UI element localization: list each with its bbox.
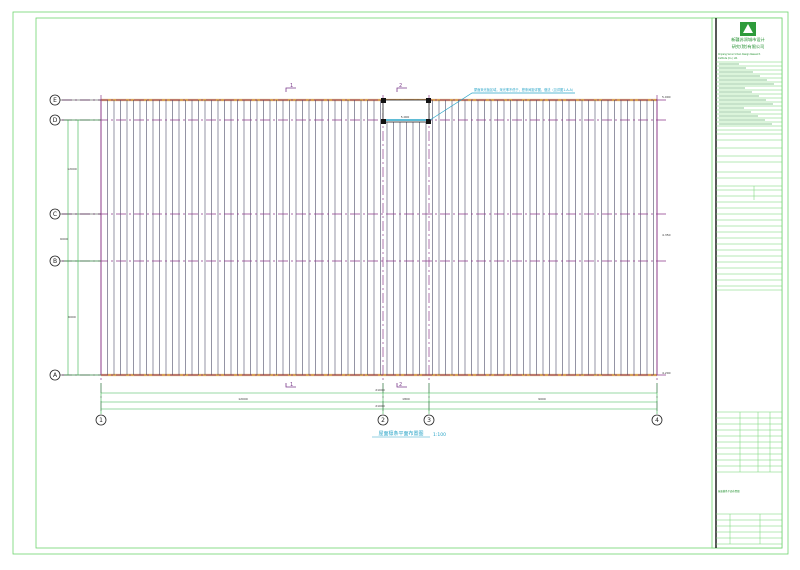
skylight-opening <box>382 99 430 123</box>
title-block-drawing-name: 屋面檩条平面布置图 <box>718 489 740 493</box>
grid-bubble-number <box>377 414 389 426</box>
left-dimension-chain <box>64 119 101 376</box>
section-mark-bottom-1: 1 <box>290 382 293 388</box>
grid-bubbles-numbered: 1 2 3 4 <box>95 414 663 426</box>
plan-outline <box>100 99 658 376</box>
elevation-bottom-right: 4.200 <box>662 371 671 375</box>
plan-scale: 1:100 <box>433 432 446 438</box>
bottom-dimension-chain <box>100 383 658 414</box>
grid-bubble-number-label: 1 <box>99 417 103 424</box>
grid-bubble-letter-label: C <box>53 211 57 218</box>
elevation-top-right: 5.000 <box>662 95 671 99</box>
dim-bottom-total: 21000 <box>375 404 385 408</box>
callout-leader <box>429 92 575 121</box>
roof-plan: 5.000 <box>62 95 668 414</box>
skylight-elevation: 5.000 <box>401 115 410 119</box>
plan-title: 屋面檩条平面布置图 <box>378 430 423 437</box>
outer-frame <box>12 11 789 555</box>
dim-span-1-2: 12000 <box>238 397 248 401</box>
section-mark-top-2: 2 <box>399 83 402 89</box>
grid-bubble-letter-label: A <box>53 372 58 379</box>
dim-span-3-4: 9000 <box>538 397 546 401</box>
column-marker <box>426 98 431 103</box>
grid-bubble-number <box>651 414 663 426</box>
dim-left-total: 12000 <box>67 167 77 171</box>
elevation-mid-right: 4.350 <box>662 233 671 237</box>
company-name-line2: 研究(院)有限公司 <box>732 43 765 50</box>
dim-top-total: 21000 <box>375 388 385 392</box>
grid-lines <box>62 95 668 414</box>
company-name-en-line2: Institute (Co.) Ltd. <box>718 57 738 60</box>
grid-bubble-number <box>95 414 107 426</box>
grid-bubble-number <box>423 414 435 426</box>
grid-bubbles-lettered: E D C B A <box>49 94 101 381</box>
column-marker <box>381 98 386 103</box>
title-block <box>711 17 783 549</box>
dim-left-b-a: 6000 <box>68 315 76 319</box>
grid-bubble-number-label: 2 <box>381 417 385 424</box>
column-marker <box>426 119 431 124</box>
grid-bubble-letter-label: D <box>53 117 58 124</box>
section-mark-bottom-2: 2 <box>399 382 402 388</box>
dim-span-2-3: 1800 <box>402 397 410 401</box>
grid-bubble-letter-label: E <box>53 97 57 104</box>
grid-bubble-letter-label: B <box>53 258 57 265</box>
company-name-en-line1: Xinjiang Surun Urban Design Research <box>718 53 761 56</box>
purlin-lines <box>107 100 654 375</box>
logo-mark-icon <box>743 24 753 33</box>
callout-note: 屋面采光板区域，采光率不低于，檩条间距详图，做法（见详图1-A-A） <box>474 87 575 92</box>
section-mark-top-1: 1 <box>290 83 293 89</box>
column-marker <box>381 119 386 124</box>
section-marks <box>285 87 407 388</box>
dim-left-d-b: 6000 <box>60 237 68 241</box>
grid-bubble-number-label: 3 <box>427 417 431 424</box>
company-name-line1: 新疆苏润城市设计 <box>731 36 765 43</box>
grid-bubble-number-label: 4 <box>655 417 659 424</box>
